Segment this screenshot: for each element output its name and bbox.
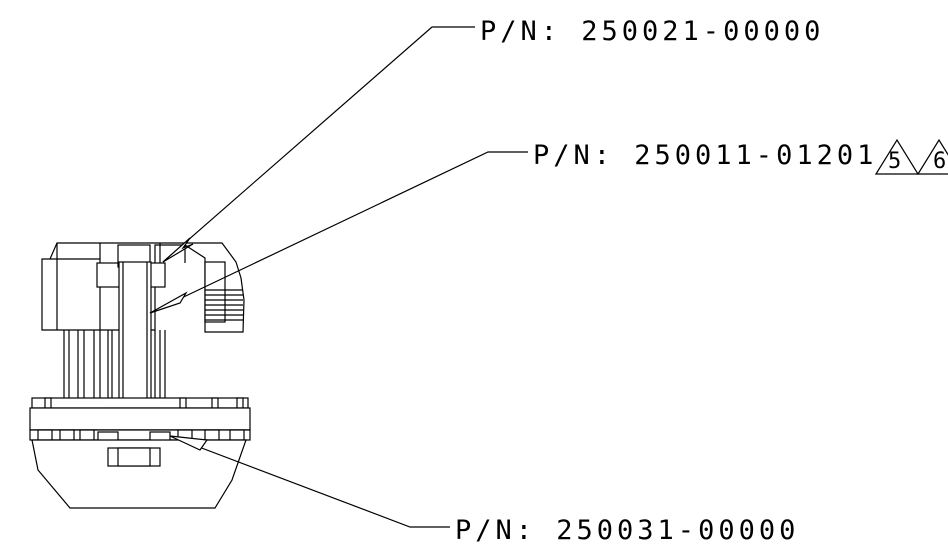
revision-flag-5: 5 xyxy=(874,138,920,175)
leader-lines xyxy=(149,26,528,528)
revision-flag-5-label: 5 xyxy=(888,149,901,174)
callout-pn-top: P/N: 250021-00000 xyxy=(480,16,824,47)
callout-pn-middle: P/N: 250011-01201 xyxy=(533,140,877,171)
pins xyxy=(63,330,166,405)
callout-pn-bottom: P/N: 250031-00000 xyxy=(455,515,799,544)
base-plate xyxy=(29,397,251,509)
revision-flag-6: 6 xyxy=(916,138,948,175)
revision-flag-6-label: 6 xyxy=(933,149,946,174)
